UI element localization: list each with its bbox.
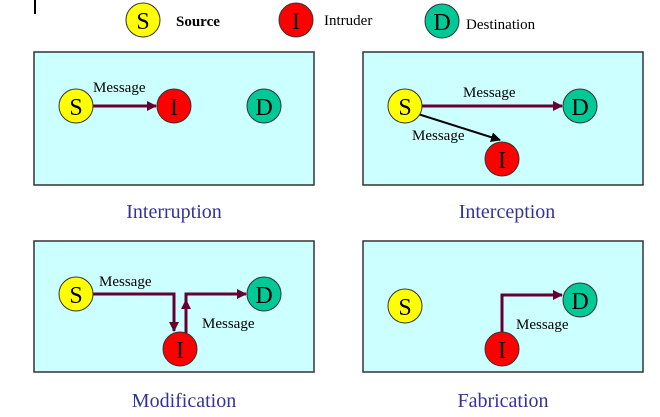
legend-destination-node (424, 3, 460, 39)
legend-intruder-label: Intruder (324, 13, 372, 29)
message-label: Message (516, 317, 569, 333)
message-arrow (500, 290, 563, 333)
intruder-node (156, 88, 192, 124)
destination-letter: D (571, 289, 588, 315)
intruder-letter: I (170, 95, 178, 121)
intruder-letter: I (176, 338, 184, 364)
destination-node (246, 276, 282, 312)
message-label-bottom: Message (412, 128, 465, 144)
source-letter: S (69, 283, 82, 309)
panel-caption: Modification (132, 390, 236, 412)
source-node (58, 276, 94, 312)
panel-modification: S D I Message Message Modification (33, 240, 315, 412)
legend: S Source I Intruder D Destination (125, 2, 536, 39)
destination-node (246, 88, 282, 124)
destination-letter: D (255, 283, 272, 309)
legend-destination-label: Destination (466, 17, 536, 33)
message-label-top: Message (463, 85, 516, 101)
source-letter: S (69, 95, 82, 121)
panel-fabrication: S D I Message Fabrication (362, 240, 644, 412)
destination-node (562, 88, 598, 124)
intruder-node (484, 141, 520, 177)
legend-source-letter: S (136, 9, 149, 35)
intruder-letter: I (498, 148, 506, 174)
destination-letter: D (255, 95, 272, 121)
intruder-letter: I (498, 338, 506, 364)
destination-node (562, 282, 598, 318)
message-label-top: Message (99, 274, 152, 290)
message-label: Message (93, 80, 146, 96)
intruder-node (162, 331, 198, 367)
panel-caption: Fabrication (457, 390, 548, 412)
panel-caption: Interception (459, 201, 556, 223)
source-node (58, 88, 94, 124)
legend-intruder-letter: I (292, 9, 300, 35)
corner-mark (34, 0, 36, 14)
panel-caption: Interruption (126, 201, 222, 223)
source-letter: S (398, 295, 411, 321)
source-node (387, 88, 423, 124)
legend-source-node (125, 2, 161, 38)
panel-interception: S D I Message Message Interception (362, 51, 644, 223)
panel-interruption: S I D Message Interruption (33, 51, 315, 223)
message-arrow-in (93, 292, 179, 332)
legend-intruder-node (278, 2, 314, 38)
source-node (387, 288, 423, 324)
source-letter: S (398, 95, 411, 121)
intruder-node (484, 331, 520, 367)
intercept-arrow (417, 113, 501, 143)
legend-source-label: Source (176, 14, 220, 30)
message-label-bottom: Message (202, 316, 255, 332)
legend-destination-letter: D (433, 10, 450, 36)
destination-letter: D (571, 95, 588, 121)
